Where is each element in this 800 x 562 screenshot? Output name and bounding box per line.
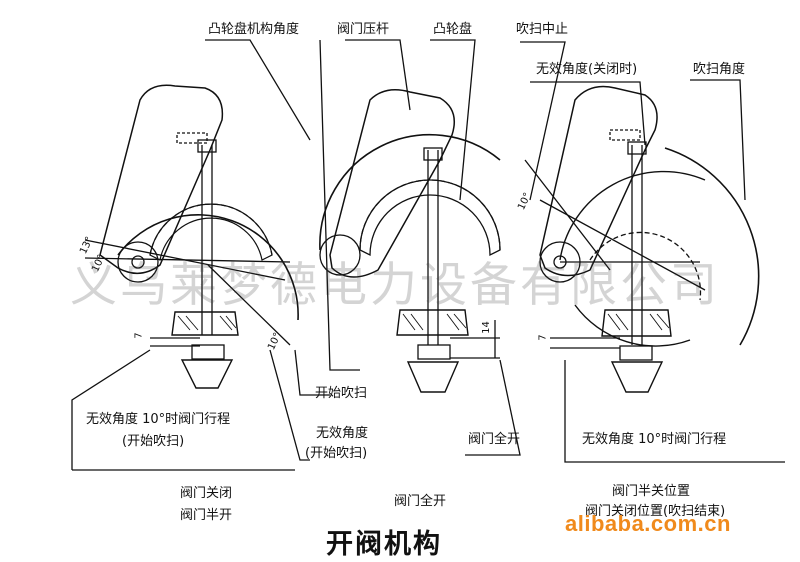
panel2-valve-cone — [406, 361, 460, 393]
panel3-bonnet — [601, 309, 672, 337]
panel1-angle-line-c — [207, 264, 291, 346]
label-start-purge: 开始吹扫 — [315, 386, 368, 401]
panel2-bonnet — [396, 309, 469, 336]
panel1-stem-cap — [197, 139, 217, 153]
panel1-bonnet-hatch — [177, 315, 237, 331]
panel2-leader-full-open — [465, 359, 521, 456]
label-cam-disc: 凸轮盘 — [433, 22, 473, 37]
panel2-cam-outer-arc — [319, 133, 501, 251]
label-valve-full-open-leader: 阀门全开 — [468, 432, 521, 447]
dim-7-panel1: 7 — [133, 332, 145, 339]
panel1-valve-cone — [180, 359, 234, 389]
panel2-cam-inner-arc — [359, 179, 501, 251]
panel2-stem-cap — [423, 147, 443, 161]
label-invalid-angle-travel-note: (开始吹扫) — [122, 434, 185, 449]
label-invalid-angle-closed: 无效角度(关闭时) — [536, 62, 638, 77]
panel2-bonnet-hatch — [402, 313, 467, 331]
panel1-leader-travel — [71, 349, 151, 470]
panel2-leader-rod — [345, 39, 411, 111]
panel2-cam-groove — [359, 179, 501, 257]
panel2-roller — [319, 234, 361, 276]
panel3-lever-arm — [539, 85, 658, 277]
panel3-cam-lower-arc — [574, 304, 691, 347]
panel3-leader-purge-stop — [520, 41, 566, 201]
panel1-roller — [117, 241, 159, 283]
panel3-angle-line-b — [539, 199, 706, 291]
panel2-leader-cam — [430, 39, 476, 201]
panel1-valve-nut — [191, 344, 225, 360]
label-valve-closed-end: 阀门关闭位置(吹扫结束) — [585, 504, 726, 519]
label-purge-stop: 吹扫中止 — [516, 22, 569, 37]
dim-7-panel3: 7 — [537, 334, 549, 341]
panel1-bonnet — [171, 311, 239, 336]
label-purge-angle: 吹扫角度 — [693, 62, 746, 77]
panel3-purge-arc — [664, 147, 760, 346]
panel3-valve-cone — [610, 361, 664, 393]
diagram-title: 开阀机构 — [326, 529, 442, 560]
panel3-cam-outer-arc — [559, 170, 706, 261]
panel-2-valve-full-open — [319, 39, 521, 456]
panel3-pivot — [609, 129, 641, 141]
label-valve-half-closed: 阀门半关位置 — [612, 484, 691, 499]
label-invalid-angle-note: (开始吹扫) — [305, 446, 368, 461]
panel3-leader-purge-angle — [690, 79, 746, 201]
panel1-angle-line-b — [84, 257, 291, 263]
label-valve-press-rod: 阀门压杆 — [337, 22, 390, 37]
panel2-leader-left — [319, 39, 360, 371]
label-valve-closed: 阀门关闭 — [180, 486, 233, 501]
panel3-leader-travel — [564, 360, 785, 463]
label-valve-full-open-state: 阀门全开 — [394, 494, 447, 509]
label-valve-half-open: 阀门半开 — [180, 508, 233, 523]
label-invalid-angle-travel: 无效角度 10°时阀门行程 — [86, 412, 231, 427]
panel1-pivot — [176, 132, 208, 144]
panel1-leader-start-purge — [294, 349, 330, 396]
panel3-cam-inner-arc — [589, 231, 702, 301]
panel1-cam-outer-arc — [117, 214, 299, 321]
panel1-lever-arm — [99, 84, 224, 274]
panel-1-valve-closed — [71, 39, 330, 471]
label-invalid-angle-travel-panel3: 无效角度 10°时阀门行程 — [582, 432, 727, 447]
label-cam-mechanism-angle: 凸轮盘机构角度 — [208, 22, 300, 37]
panel1-leader-cam-angle — [205, 39, 311, 141]
label-invalid-angle: 无效角度 — [316, 426, 369, 441]
panel-3-valve-closing — [520, 41, 785, 463]
panel2-valve-nut — [417, 344, 451, 360]
company-watermark: 义乌莱梦德电力设备有限公司 — [70, 258, 720, 313]
panel3-valve-nut — [619, 345, 653, 361]
panel3-bonnet-hatch — [607, 313, 670, 331]
dim-14-panel2: 14 — [480, 321, 492, 334]
panel1-cam-groove — [149, 203, 273, 261]
panel1-leader-invalid — [269, 349, 310, 461]
panel1-roller-pin — [131, 255, 145, 269]
panel2-lever-arm — [329, 89, 455, 278]
panel3-stem-cap — [627, 141, 647, 155]
site-watermark: alibaba.com.cn — [565, 511, 731, 536]
panel3-leader-invalid-closed — [530, 81, 646, 146]
